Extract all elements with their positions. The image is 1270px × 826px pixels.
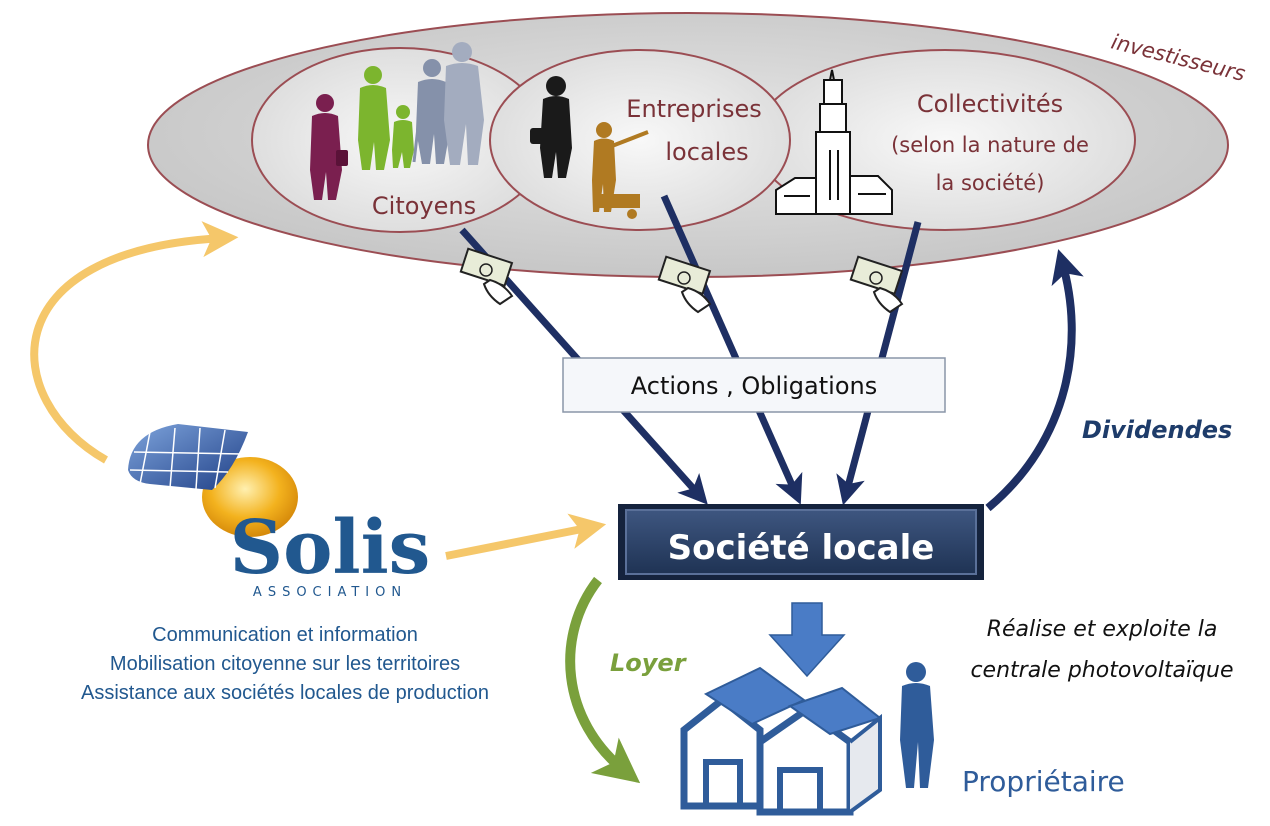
workers-icon	[530, 76, 649, 219]
houses-icon	[680, 666, 883, 816]
solis-to-societe-arrow	[445, 513, 607, 560]
societe-locale-label: Société locale	[668, 528, 935, 568]
actions-obligations-label: Actions , Obligations	[631, 372, 877, 400]
collectivites-label-line1: Collectivités	[917, 90, 1063, 118]
entreprises-ellipse	[489, 49, 791, 231]
build-arrow	[768, 602, 846, 678]
collectivites-label-line3: la société)	[936, 171, 1045, 195]
entreprises-label-line2: locales	[665, 138, 748, 166]
entreprises-investment-arrow	[660, 194, 803, 505]
solis-logo	[128, 424, 298, 537]
town-hall-icon	[775, 69, 893, 215]
loyer-label: Loyer	[610, 649, 688, 677]
solis-subtitle: ASSOCIATION	[253, 585, 407, 600]
owner-icon	[900, 662, 934, 788]
money-hand-icon	[459, 247, 514, 306]
citoyens-label: Citoyens	[372, 192, 476, 220]
loyer-arrow	[565, 576, 641, 784]
entreprises-label-line1: Entreprises	[626, 95, 761, 123]
solis-wordmark: Solis	[230, 505, 431, 591]
money-hand-icon	[849, 255, 904, 314]
societe-role-line1: Réalise et exploite la	[987, 617, 1218, 642]
solis-service-1: Communication et information	[152, 624, 418, 646]
money-hand-icon	[657, 255, 712, 314]
societe-locale-box	[625, 509, 977, 575]
owner-label: Propriétaire	[962, 765, 1125, 798]
collectivites-label-line2: (selon la nature de	[891, 133, 1089, 157]
dividendes-arrow	[985, 249, 1084, 512]
solis-service-2: Mobilisation citoyenne sur les territoir…	[110, 653, 460, 675]
dividendes-label: Dividendes	[1082, 416, 1232, 444]
actions-obligations-box	[562, 357, 946, 413]
societe-role-line2: centrale photovoltaïque	[970, 658, 1233, 683]
solis-to-investors-arrow	[30, 221, 239, 464]
citizens-icon	[310, 42, 484, 200]
solis-service-3: Assistance aux sociétés locales de produ…	[81, 682, 489, 704]
